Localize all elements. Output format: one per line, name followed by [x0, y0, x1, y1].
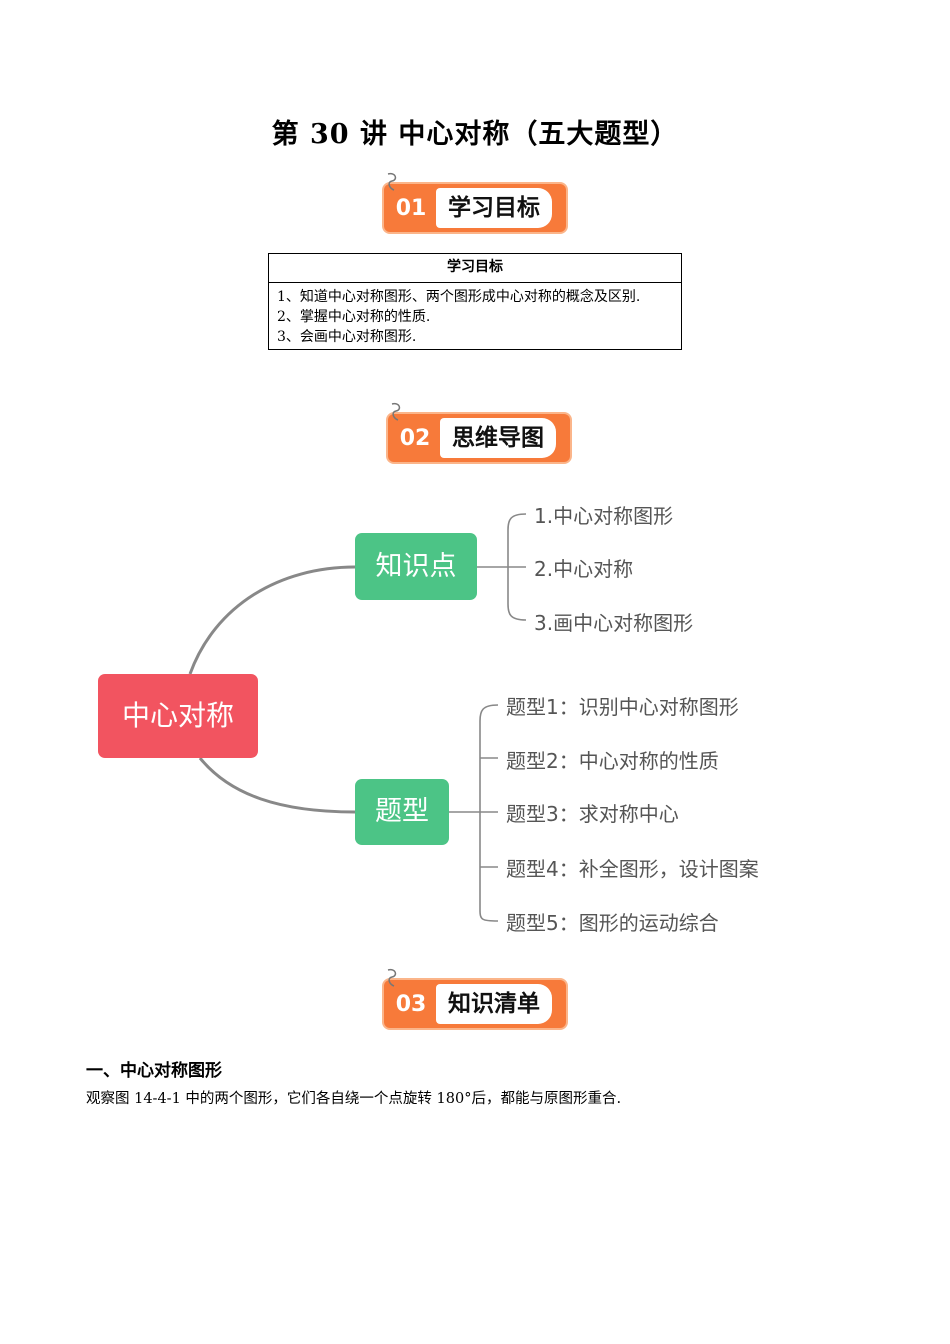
- section-label: 知识清单: [436, 984, 552, 1024]
- pin-icon: [387, 968, 397, 987]
- body-paragraph: 观察图 14-4-1 中的两个图形，它们各自绕一个点旋转 180°后，都能与原图…: [86, 1091, 622, 1107]
- section-badge-objectives: 01 学习目标: [384, 172, 568, 236]
- pin-icon: [391, 402, 401, 421]
- mind-map-leaf: 3.画中心对称图形: [534, 611, 694, 635]
- section-number: 03: [395, 992, 427, 1017]
- section-number: 02: [399, 426, 431, 451]
- section-number: 01: [395, 196, 427, 221]
- mind-map-leaf: 1.中心对称图形: [534, 504, 674, 528]
- mind-map-leaf: 题型3：求对称中心: [506, 802, 679, 826]
- objective-line: 2、掌握中心对称的性质.: [277, 309, 431, 325]
- objective-line: 3、会画中心对称图形.: [277, 329, 417, 345]
- mind-map-leaf: 2.中心对称: [534, 557, 634, 581]
- section-badge-knowledge: 03 知识清单: [384, 968, 568, 1032]
- objectives-body: 1、知道中心对称图形、两个图形成中心对称的概念及区别. 2、掌握中心对称的性质.…: [268, 282, 682, 350]
- section-label: 学习目标: [436, 188, 552, 228]
- mind-map-leaf: 题型1：识别中心对称图形: [506, 695, 739, 719]
- section-heading: 一、中心对称图形: [86, 1061, 222, 1081]
- section-label: 思维导图: [440, 418, 556, 458]
- section-badge-mindmap: 02 思维导图: [388, 402, 572, 466]
- mind-map-root: 中心对称: [98, 674, 258, 758]
- mind-map-leaf: 题型4：补全图形，设计图案: [506, 857, 759, 881]
- mind-map-leaf: 题型2：中心对称的性质: [506, 749, 719, 773]
- objectives-header: 学习目标: [268, 253, 682, 283]
- objectives-table: 学习目标 1、知道中心对称图形、两个图形成中心对称的概念及区别. 2、掌握中心对…: [268, 253, 682, 350]
- mind-map-leaf: 题型5：图形的运动综合: [506, 911, 719, 935]
- mind-map-connectors: [188, 513, 527, 922]
- mind-map: 中心对称 知识点 题型 1.中心对称图形 2.中心对称 3.画中心对称图形 题型…: [0, 480, 950, 940]
- page-title: 第 30 讲 中心对称（五大题型）: [271, 119, 679, 150]
- objective-line: 1、知道中心对称图形、两个图形成中心对称的概念及区别.: [277, 289, 641, 305]
- mind-map-branch-knowledge: 知识点: [355, 533, 477, 600]
- mind-map-branch-types: 题型: [355, 779, 449, 845]
- pin-icon: [387, 172, 397, 191]
